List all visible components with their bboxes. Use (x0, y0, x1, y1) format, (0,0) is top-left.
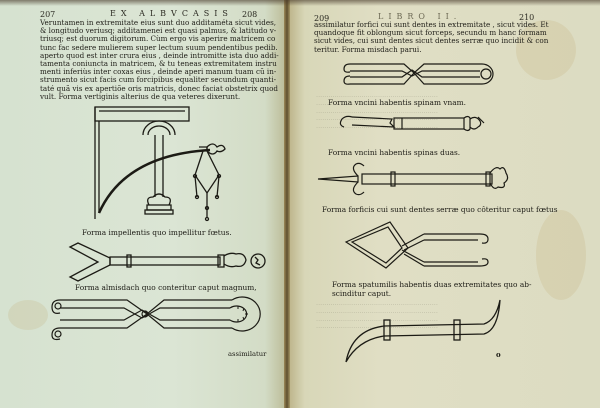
show-through-text: ........................................… (316, 299, 438, 331)
right-page-number-right: 210 (519, 13, 535, 22)
double-hook-illustration (317, 162, 509, 196)
text-line: taté quã vis ex apertiõe oris matricis, … (40, 83, 279, 93)
text-line: tunc fac sedere mulierem super lectum su… (40, 42, 278, 52)
right-running-head: LIBRO II. (378, 12, 462, 21)
impellent-apparatus-illustration (94, 106, 226, 222)
text-line: menti inferiùs inter coxas eius , deinde… (40, 67, 277, 77)
text-line: & longitudo veriusq; additamenei est qua… (40, 26, 277, 36)
left-running-head: EX ALBVCASIS (110, 9, 233, 18)
book-gutter (284, 0, 290, 408)
text-line: assimilatur forfici cui sunt dentes in e… (314, 20, 549, 29)
left-page-number: 207 (40, 10, 56, 19)
paper-stain (516, 20, 576, 80)
text-line: aperto quod est inter crura eius , deind… (40, 50, 279, 60)
right-page-number: 209 (314, 14, 330, 23)
caption-uncini-duas: Forma vncini habentis spinas duas. (328, 148, 461, 157)
left-page: 207 EX ALBVCASIS 208 Veruntamen in extre… (0, 0, 288, 408)
text-line: strumento sicut facis cum forcipibus equ… (40, 75, 277, 85)
caption-impellentis: Forma impellentis quo impellitur fœtus. (82, 228, 232, 237)
left-page-number-right: 208 (242, 10, 258, 19)
top-edge-shadow (0, 0, 600, 6)
left-body-text: Veruntamen in extremitate eius sunt duo … (40, 18, 279, 101)
right-body-text: assimilatur forfici cui sunt dentes in e… (314, 20, 549, 54)
paper-stain (536, 210, 586, 300)
text-line: triusq; est duorum digitorum. Cùm ergo v… (40, 34, 276, 44)
forked-rod-illustration (68, 242, 266, 282)
catchword: assimilatur (228, 350, 267, 358)
text-line: tamenta coniuncta in matricem, & tu tene… (40, 59, 277, 69)
single-hook-illustration (339, 115, 485, 132)
text-line: quandoque fit oblongum sicut forceps, se… (314, 28, 547, 38)
signature-mark: o (496, 350, 501, 359)
curved-blade-illustration (345, 299, 501, 363)
small-forceps-illustration (343, 63, 494, 85)
caption-forficis: Forma forficis cui sunt dentes serræ quo… (322, 205, 558, 214)
large-forceps-illustration (51, 296, 261, 341)
paper-stain (8, 300, 48, 330)
right-page: ........................................… (286, 0, 600, 408)
caption-spatumilis-2: scinditur caput. (332, 289, 392, 298)
text-line: vult. Forma vertiginis alterius de qua v… (40, 91, 241, 101)
text-line: Veruntamen in extremitate eius sunt duo … (40, 18, 277, 27)
toothed-forceps-illustration (344, 221, 489, 269)
text-line: teritur. Forma misdach parui. (314, 44, 422, 54)
caption-uncini-unam: Forma vncini habentis spinam vnam. (328, 98, 466, 107)
text-line: sicut vides, cui sunt dentes sicut dente… (314, 36, 549, 46)
caption-spatumilis-1: Forma spatumilis habentis duas extremita… (332, 280, 532, 289)
caption-almisdach: Forma almisdach quo conteritur caput mag… (75, 283, 257, 292)
